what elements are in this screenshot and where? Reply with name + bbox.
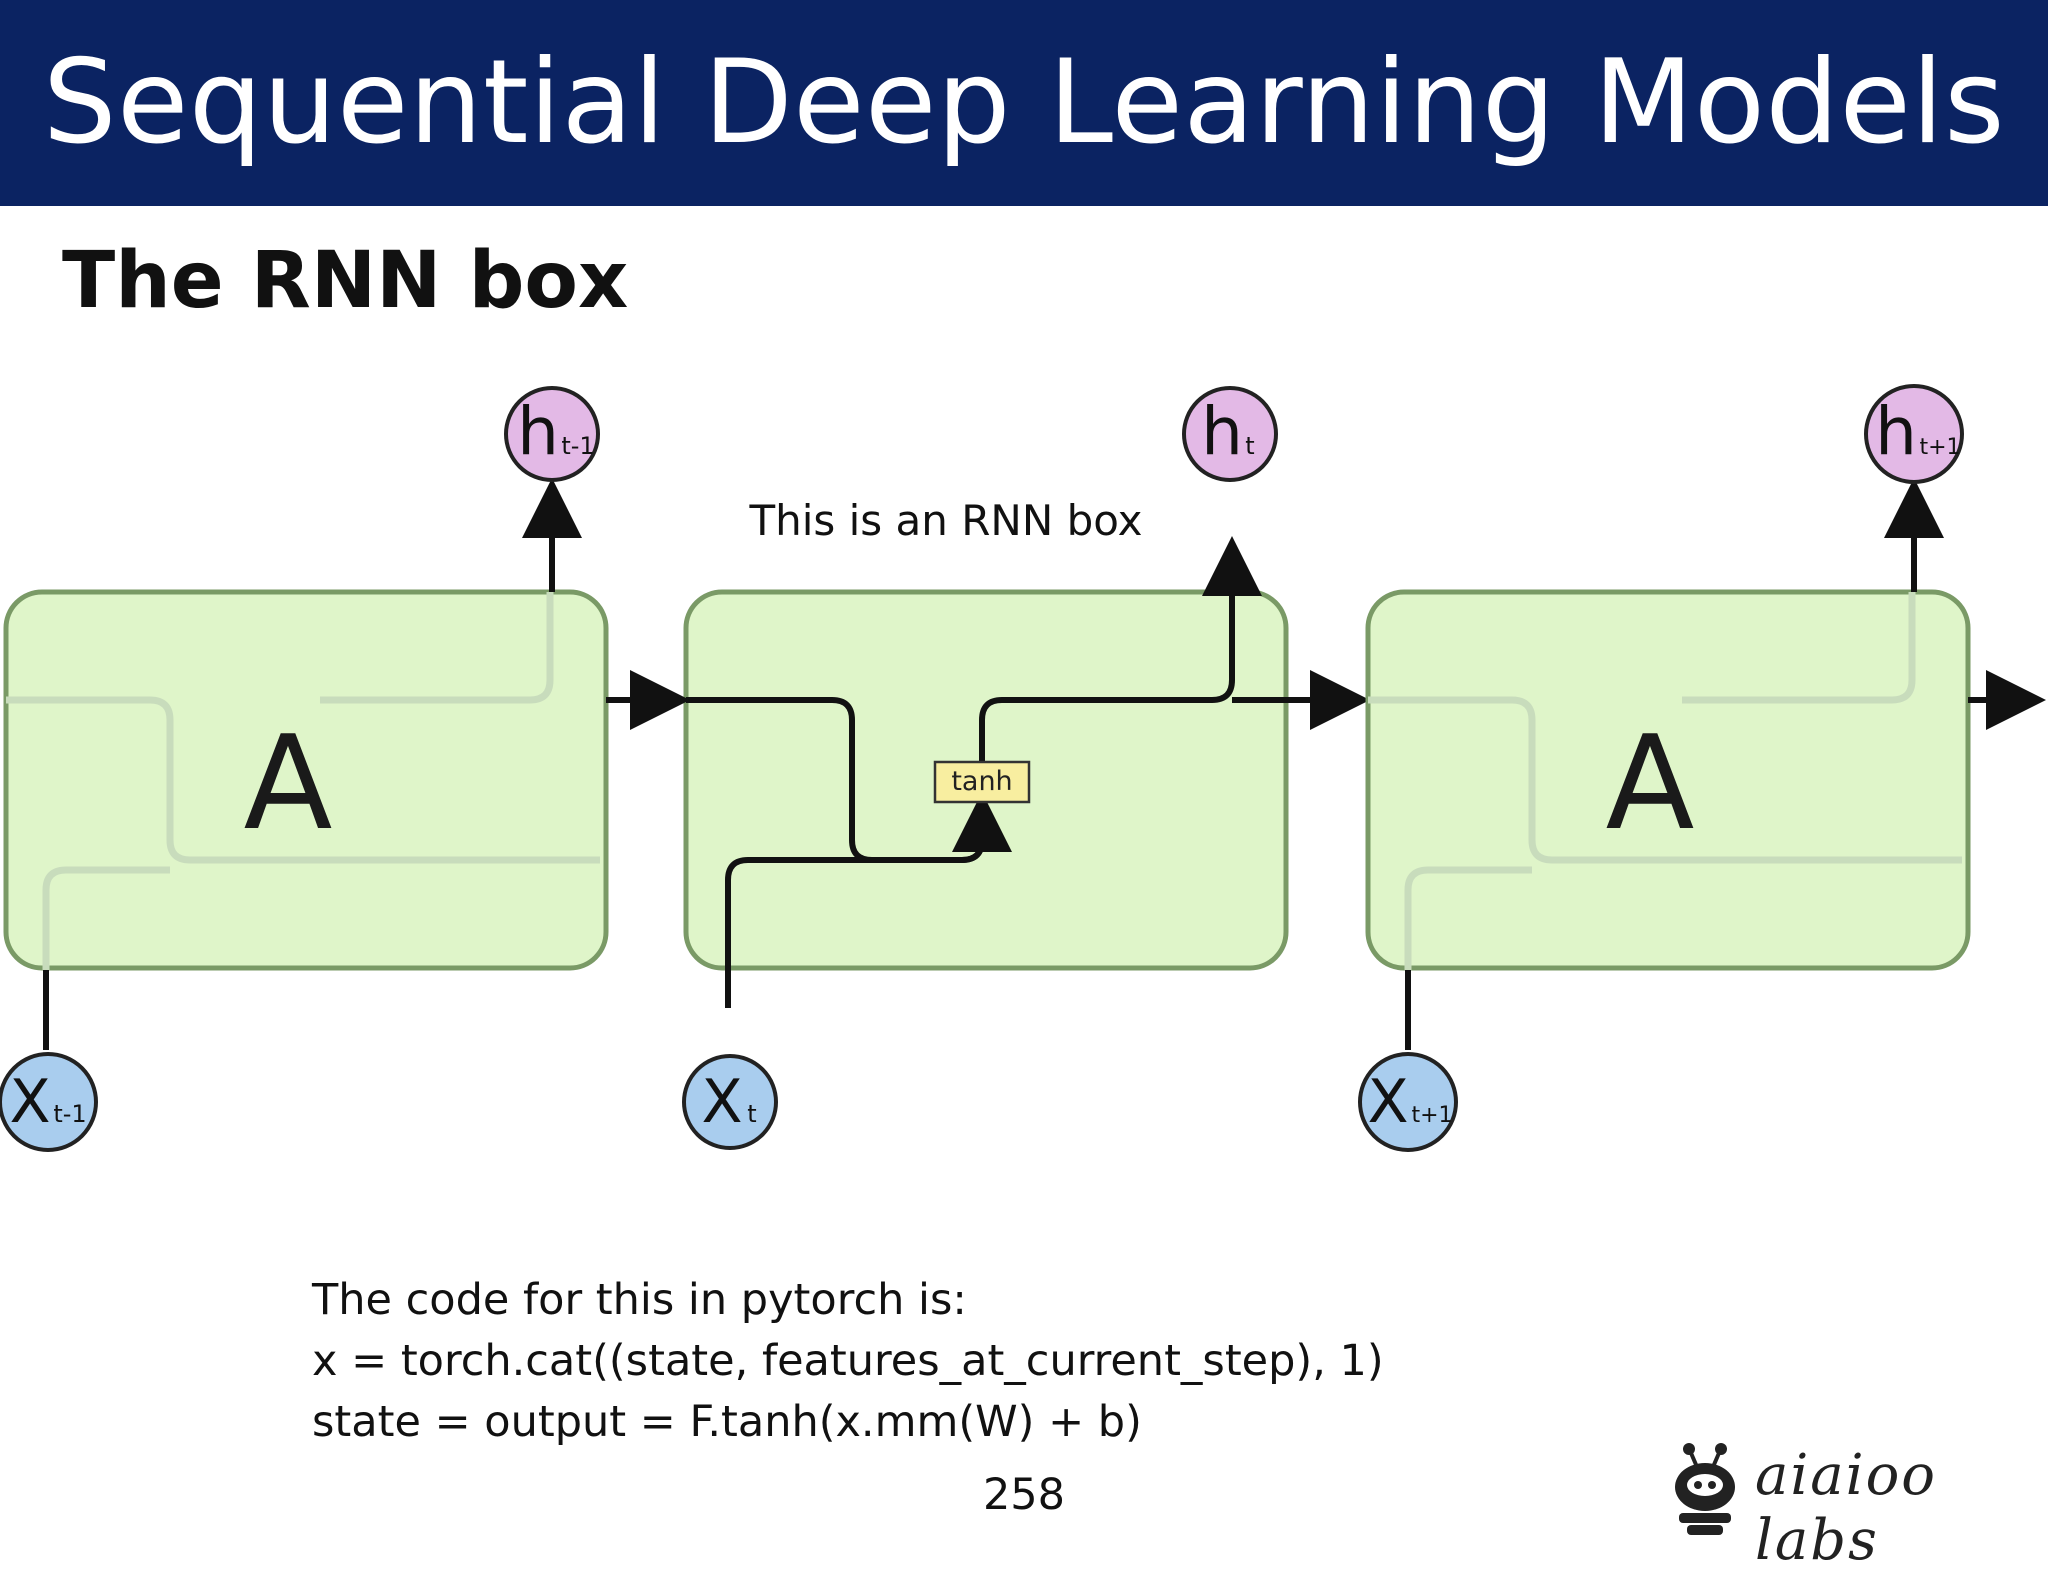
svg-text:t+1: t+1 bbox=[1919, 435, 1960, 460]
svg-text:h: h bbox=[517, 393, 559, 470]
input-node-2: X t bbox=[682, 1054, 778, 1150]
code-line-2: state = output = F.tanh(x.mm(W) + b) bbox=[312, 1397, 1142, 1447]
cell-3-label: A bbox=[1606, 707, 1695, 859]
svg-text:h: h bbox=[1201, 393, 1243, 470]
logo-text: aiaioo labs bbox=[1755, 1443, 1938, 1573]
section-title: The RNN box bbox=[62, 236, 629, 326]
diagram-annotation: This is an RNN box bbox=[748, 496, 1142, 545]
code-line-1: x = torch.cat((state, features_at_curren… bbox=[312, 1336, 1384, 1386]
rnn-cell-3: A bbox=[1365, 589, 1971, 971]
code-block: The code for this in pytorch is: x = tor… bbox=[312, 1270, 1384, 1453]
svg-text:t-1: t-1 bbox=[53, 1100, 86, 1128]
input-node-1: X t-1 bbox=[0, 1052, 98, 1152]
svg-text:X: X bbox=[9, 1067, 50, 1137]
svg-text:h: h bbox=[1875, 393, 1917, 470]
svg-text:X: X bbox=[1367, 1067, 1408, 1137]
svg-text:t: t bbox=[1245, 432, 1254, 460]
robot-icon bbox=[1675, 1443, 1735, 1535]
tanh-label: tanh bbox=[951, 766, 1012, 797]
slide-title: Sequential Deep Learning Models bbox=[42, 35, 2006, 170]
svg-text:t+1: t+1 bbox=[1411, 1103, 1452, 1128]
aiaioo-logo: aiaioo labs bbox=[1665, 1435, 2048, 1573]
code-intro: The code for this in pytorch is: bbox=[312, 1275, 967, 1325]
rnn-diagram: A tanh A h t-1 h t h t+1 bbox=[0, 384, 2046, 1152]
svg-text:t: t bbox=[747, 1100, 756, 1128]
input-node-3: X t+1 bbox=[1358, 1052, 1458, 1152]
title-bar bbox=[0, 0, 2048, 206]
svg-text:t-1: t-1 bbox=[561, 432, 594, 460]
page-number: 258 bbox=[982, 1470, 1066, 1520]
svg-text:X: X bbox=[701, 1067, 742, 1137]
rnn-cell-1: A bbox=[3, 589, 609, 971]
rnn-cell-2: tanh bbox=[683, 536, 1370, 1008]
cell-1-label: A bbox=[244, 707, 333, 859]
output-node-3: h t+1 bbox=[1864, 384, 1964, 484]
output-node-1: h t-1 bbox=[504, 386, 600, 482]
output-node-2: h t bbox=[1182, 386, 1278, 482]
